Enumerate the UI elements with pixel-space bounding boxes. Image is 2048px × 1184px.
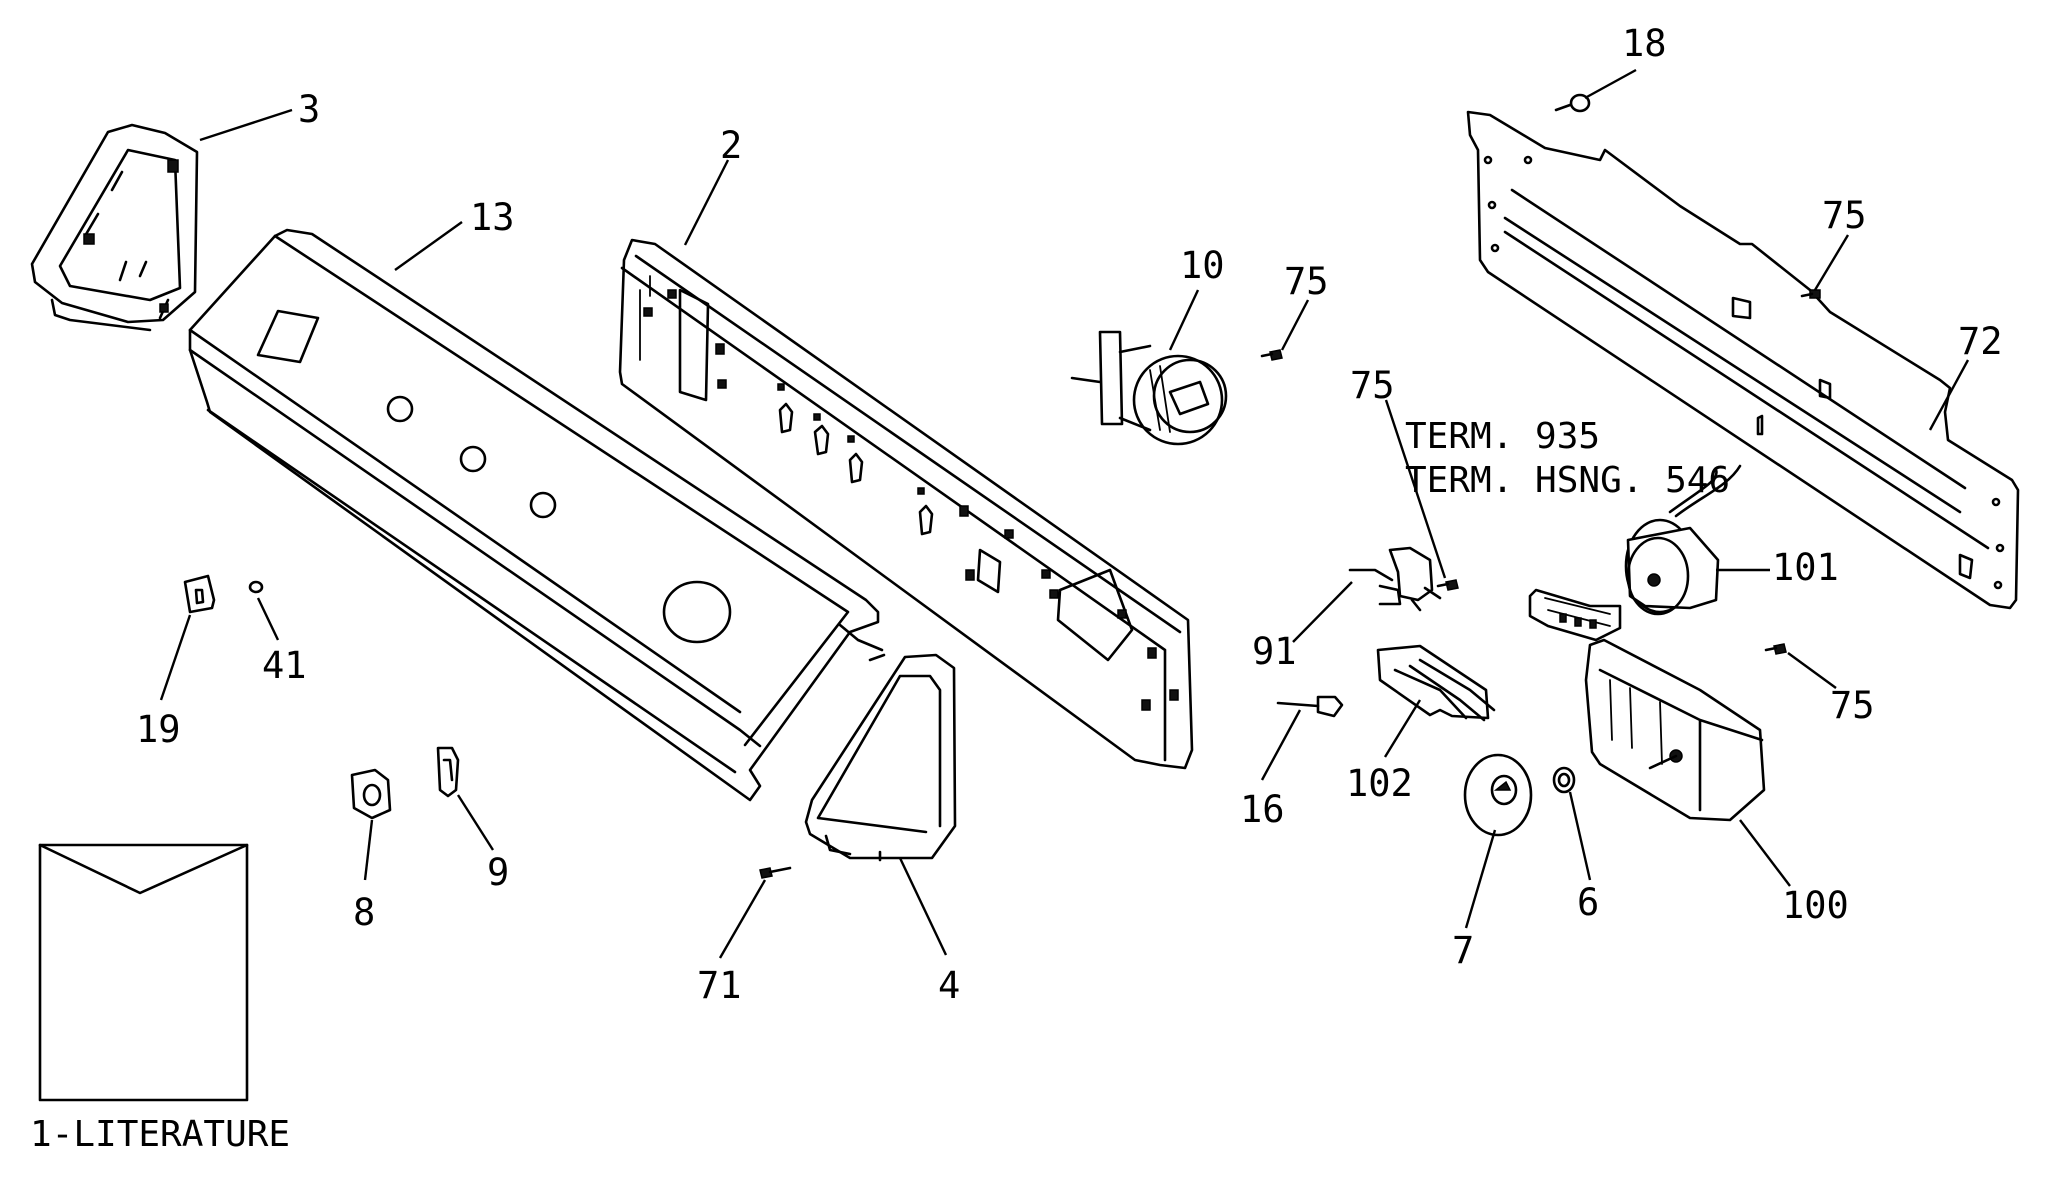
part-101-motor: [1624, 464, 1742, 616]
label-7: 7: [1452, 929, 1474, 972]
term-935-note: TERM. 935: [1405, 416, 1600, 457]
label-72: 72: [1958, 320, 2003, 363]
part-71-screw: [759, 866, 792, 879]
terminal-housing-part: [1528, 588, 1622, 642]
part-4-right-endcap: [804, 653, 957, 862]
label-18: 18: [1622, 22, 1667, 65]
label-10: 10: [1180, 244, 1225, 287]
part-18-screw: [1554, 93, 1591, 113]
label-101: 101: [1772, 546, 1839, 589]
part-8-grommet: [350, 768, 392, 820]
label-2: 2: [720, 124, 742, 167]
label-75-d: 75: [1830, 684, 1875, 727]
part-41-screw: [248, 580, 264, 594]
label-19: 19: [136, 708, 181, 751]
part-2-backsplash-frame: [618, 238, 1194, 770]
callout-labels: 3 2 13 10 75 18 75 72 75 TERM. 935 TERM.…: [30, 22, 2003, 1155]
label-102: 102: [1346, 762, 1413, 805]
label-16: 16: [1240, 788, 1285, 831]
label-41: 41: [262, 644, 307, 687]
part-10-switch: [1070, 330, 1228, 446]
part-19-clip: [183, 574, 216, 614]
part-9-clip: [436, 746, 460, 798]
label-75-b: 75: [1822, 194, 1867, 237]
part-13-front-panel: [188, 228, 886, 802]
part-6-nut: [1552, 766, 1576, 794]
label-4: 4: [938, 964, 960, 1007]
part-72-rear-panel: [1466, 110, 2020, 610]
part-102-terminal-block: [1376, 644, 1496, 722]
label-9: 9: [487, 851, 509, 894]
part-75b-screw: [1800, 289, 1821, 299]
label-91: 91: [1252, 630, 1297, 673]
label-6: 6: [1577, 881, 1599, 924]
label-13: 13: [470, 196, 515, 239]
label-3: 3: [298, 88, 320, 131]
literature-label: 1-LITERATURE: [30, 1114, 290, 1155]
leader-lines: [159, 68, 1970, 959]
part-100-timer: [1584, 638, 1766, 822]
term-housing-546-note: TERM. HSNG. 546: [1405, 460, 1730, 501]
label-8: 8: [353, 891, 375, 934]
part-7-knob: [1463, 753, 1533, 837]
label-71: 71: [697, 964, 742, 1007]
part-75c-screw: [1436, 579, 1459, 591]
literature-envelope: [38, 843, 249, 1102]
part-75d-screw: [1764, 643, 1787, 655]
part-91-switch: [1348, 546, 1442, 612]
part-3-left-endcap: [30, 123, 199, 332]
part-75a-screw: [1260, 349, 1283, 361]
label-75-a: 75: [1284, 260, 1329, 303]
label-75-c: 75: [1350, 364, 1395, 407]
label-100: 100: [1782, 884, 1849, 927]
part-16-key: [1276, 695, 1344, 718]
